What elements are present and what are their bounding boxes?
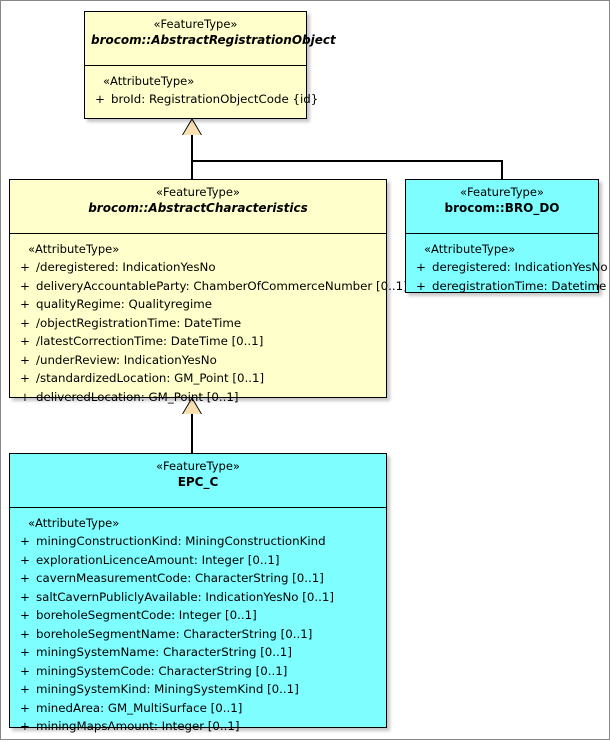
attribute-row: + /objectRegistrationTime: DateTime [14, 314, 382, 333]
attribute-visibility: + [20, 719, 30, 733]
attribute-row: + saltCavernPubliclyAvailable: Indicatio… [14, 588, 382, 607]
attribute-text: /deregistered: IndicationYesNo [36, 260, 216, 274]
class-box-bro-do[interactable]: «FeatureType» brocom::BRO_DO «AttributeT… [405, 179, 608, 293]
attribute-row: + qualityRegime: Qualityregime [14, 295, 382, 314]
class-stereotype: «FeatureType» [156, 185, 240, 199]
attribute-compartment-abstract-registration-object: «AttributeType» + broId: RegistrationObj… [85, 66, 318, 115]
attribute-visibility: + [20, 663, 30, 678]
attribute-row: + broId: RegistrationObjectCode {id} [89, 90, 318, 109]
attribute-visibility: + [20, 682, 30, 696]
attribute-visibility: + [20, 371, 30, 385]
attribute-text: explorationLicenceAmount: Integer [0..1] [36, 552, 280, 567]
attribute-text: miningSystemName: CharacterString [0..1] [36, 645, 292, 659]
attribute-text: /standardizedLocation: GM_Point [0..1] [36, 371, 265, 385]
attribute-compartment-stereotype: «AttributeType» [28, 242, 120, 256]
attribute-row: + boreholeSegmentName: CharacterString [… [14, 625, 382, 644]
attribute-row: + miningSystemName: CharacterString [0..… [14, 643, 382, 662]
attribute-visibility: + [416, 278, 426, 293]
attribute-visibility: + [20, 589, 30, 604]
attribute-text: miningMapsAmount: Integer [0..1] [36, 719, 240, 733]
attribute-visibility: + [20, 626, 30, 641]
attribute-row: + /latestCorrectionTime: DateTime [0..1] [14, 332, 382, 351]
attribute-text: deliveryAccountableParty: ChamberOfComme… [36, 278, 408, 293]
class-stereotype: «FeatureType» [153, 17, 238, 31]
attribute-row: + minedArea: GM_MultiSurface [0..1] [14, 699, 382, 718]
class-header-abstract-registration-object: «FeatureType» brocom::AbstractRegistrati… [85, 12, 336, 66]
attribute-text: qualityRegime: Qualityregime [36, 297, 213, 311]
attribute-visibility: + [20, 571, 30, 585]
attribute-row: + deliveryAccountableParty: ChamberOfCom… [14, 277, 408, 296]
attribute-compartment-epc-c: «AttributeType» + miningConstructionKind… [10, 508, 386, 742]
class-header-bro-do: «FeatureType» brocom::BRO_DO [406, 180, 598, 234]
attribute-row: + deliveredLocation: GM_Point [0..1] [14, 388, 382, 407]
attribute-visibility: + [20, 334, 30, 348]
attribute-visibility: + [20, 534, 30, 548]
attribute-text: /latestCorrectionTime: DateTime [0..1] [36, 334, 264, 348]
generalization-stem-epc-c [191, 413, 193, 453]
attribute-visibility: + [20, 700, 30, 715]
attribute-text: deregistrationTime: Datetime [432, 278, 607, 293]
attribute-row: + miningSystemKind: MiningSystemKind [0.… [14, 680, 382, 699]
attribute-row: + cavernMeasurementCode: CharacterString… [14, 569, 382, 588]
attribute-text: deliveredLocation: GM_Point [0..1] [36, 389, 239, 404]
attribute-text: broId: RegistrationObjectCode {id} [111, 92, 319, 106]
attribute-text: miningSystemKind: MiningSystemKind [0..1… [36, 682, 299, 696]
attribute-row: + miningSystemCode: CharacterString [0..… [14, 662, 382, 681]
class-name: EPC_C [177, 475, 219, 489]
attribute-row: + miningMapsAmount: Integer [0..1] [14, 717, 382, 736]
attribute-row: + boreholeSegmentCode: Integer [0..1] [14, 606, 382, 625]
attribute-visibility: + [20, 260, 30, 274]
attribute-visibility: + [20, 645, 30, 659]
attribute-row: + /deregistered: IndicationYesNo [14, 258, 382, 277]
class-name: brocom::BRO_DO [444, 201, 560, 215]
class-name: brocom::AbstractRegistrationObject [91, 33, 336, 47]
attribute-compartment-stereotype: «AttributeType» [103, 74, 195, 88]
attribute-text: minedArea: GM_MultiSurface [0..1] [36, 700, 243, 715]
generalization-arrowhead-to-registration-object [183, 120, 201, 135]
attribute-visibility: + [20, 552, 30, 567]
attribute-row: + deregistered: IndicationYesNo [410, 258, 608, 277]
attribute-text: boreholeSegmentName: CharacterString [0.… [36, 626, 313, 641]
attribute-text: cavernMeasurementCode: CharacterString [… [36, 571, 324, 585]
generalization-stem-vertical [191, 134, 193, 180]
attribute-compartment-abstract-characteristics: «AttributeType» + /deregistered: Indicat… [10, 234, 408, 412]
generalization-arrowhead-to-characteristics [183, 399, 201, 414]
class-header-epc-c: «FeatureType» EPC_C [10, 454, 386, 508]
class-header-abstract-characteristics: «FeatureType» brocom::AbstractCharacteri… [10, 180, 386, 234]
attribute-text: /objectRegistrationTime: DateTime [36, 315, 242, 330]
class-box-epc-c[interactable]: «FeatureType» EPC_C «AttributeType» + mi… [9, 453, 387, 733]
class-stereotype: «FeatureType» [156, 459, 240, 473]
generalization-drop-bro-do [501, 160, 503, 180]
class-stereotype: «FeatureType» [460, 185, 544, 199]
attribute-compartment-stereotype: «AttributeType» [424, 242, 516, 256]
attribute-row: + explorationLicenceAmount: Integer [0..… [14, 551, 382, 570]
attribute-visibility: + [95, 92, 105, 106]
attribute-text: saltCavernPubliclyAvailable: IndicationY… [36, 589, 334, 604]
attribute-row: + deregistrationTime: Datetime [410, 277, 606, 296]
attribute-text: miningSystemCode: CharacterString [0..1] [36, 663, 288, 678]
class-box-abstract-characteristics[interactable]: «FeatureType» brocom::AbstractCharacteri… [9, 179, 408, 404]
attribute-row: + miningConstructionKind: MiningConstruc… [14, 532, 382, 551]
attribute-text: /underReview: IndicationYesNo [36, 352, 217, 367]
attribute-compartment-stereotype: «AttributeType» [28, 516, 120, 530]
class-box-abstract-registration-object[interactable]: «FeatureType» brocom::AbstractRegistrati… [84, 11, 336, 119]
attribute-visibility: + [416, 260, 426, 274]
attribute-text: deregistered: IndicationYesNo [432, 260, 608, 274]
attribute-compartment-bro-do: «AttributeType» + deregistered: Indicati… [406, 234, 608, 301]
attribute-row: + /standardizedLocation: GM_Point [0..1] [14, 369, 382, 388]
attribute-visibility: + [20, 608, 30, 622]
attribute-visibility: + [20, 315, 30, 330]
generalization-branch-horizontal [191, 160, 502, 162]
attribute-row: + /underReview: IndicationYesNo [14, 351, 382, 370]
attribute-visibility: + [20, 352, 30, 367]
attribute-text: miningConstructionKind: MiningConstructi… [36, 534, 326, 548]
attribute-visibility: + [20, 278, 30, 293]
class-name: brocom::AbstractCharacteristics [88, 201, 308, 215]
attribute-visibility: + [20, 389, 30, 404]
attribute-visibility: + [20, 297, 30, 311]
attribute-text: boreholeSegmentCode: Integer [0..1] [36, 608, 257, 622]
